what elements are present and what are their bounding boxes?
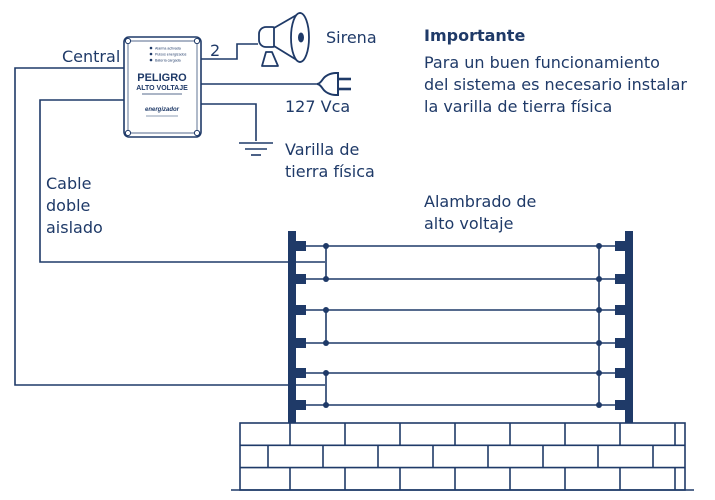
insulator-right [615,368,625,378]
brick-wall [231,422,694,491]
fence-post-right [625,231,633,423]
power-label: 127 Vca [285,97,351,116]
insulator-left [296,400,306,410]
warning-subtitle: ALTO VOLTAJE [136,85,188,92]
insulator-left [296,305,306,315]
central-label: Central [62,47,121,66]
insulator-right [615,241,625,251]
siren-icon [258,12,310,67]
indicator-label: Pulsos energizados [155,53,187,57]
insulator-right [615,338,625,348]
insulator-right [615,305,625,315]
energizer-box: Alarma activada Pulsos energizados Bater… [123,36,202,138]
ground-icon [239,142,273,156]
insulator-left [296,368,306,378]
fence-post-left [288,231,296,423]
plug-icon [316,72,351,96]
note-title: Importante [424,26,526,45]
insulator-left [296,241,306,251]
fence-label: Alambrado de alto voltaje [424,192,537,233]
cable-label: Cable doble aislado [46,174,103,237]
brand-logo: energizador [145,107,180,113]
insulator-left [296,338,306,348]
cable-inner [39,99,325,263]
ground-wire [200,103,257,141]
warning-title: PELIGRO [137,72,187,84]
fence [288,231,633,423]
insulator-left [296,274,306,284]
indicator-label: Alarma activada [155,47,181,51]
insulator-right [615,400,625,410]
ground-label: Varilla de tierra física [285,140,375,181]
siren-wire-count: 2 [210,41,221,60]
indicator-label: Batería cargada [155,59,181,63]
note-text: Para un buen funcionamiento del sistema … [424,53,687,116]
insulator-right [615,274,625,284]
siren-wire [200,43,258,60]
cable-outer [14,67,325,386]
siren-label: Sirena [326,28,377,47]
